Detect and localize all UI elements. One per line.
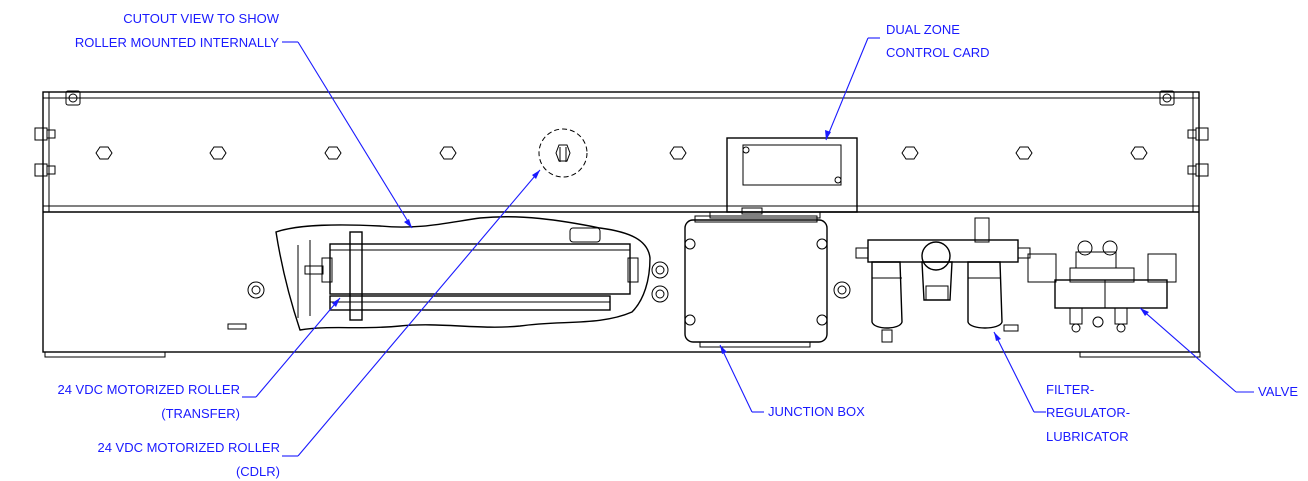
callout-leaders: [242, 37, 1254, 457]
label-frl-line2: REGULATOR-: [1046, 405, 1130, 420]
label-junction-box: JUNCTION BOX: [768, 404, 865, 419]
valve: [1027, 240, 1177, 333]
cutout-roller-assembly: [275, 216, 669, 331]
label-transfer-line1: 24 VDC MOTORIZED ROLLER: [57, 382, 240, 397]
label-cdlr-line1: 24 VDC MOTORIZED ROLLER: [97, 440, 280, 455]
label-cutout-line1: CUTOUT VIEW TO SHOW: [123, 11, 280, 26]
left-side-fittings: [227, 281, 265, 330]
label-card-line1: DUAL ZONE: [886, 22, 960, 37]
junction-box: [684, 215, 851, 348]
label-transfer-line2: (TRANSFER): [161, 406, 240, 421]
label-cutout-line2: ROLLER MOUNTED INTERNALLY: [75, 35, 280, 50]
label-frl-line1: FILTER-: [1046, 382, 1094, 397]
callout-labels: CUTOUT VIEW TO SHOW ROLLER MOUNTED INTER…: [57, 11, 1298, 479]
corner-bolts: [34, 90, 1209, 177]
label-frl-line3: LUBRICATOR: [1046, 429, 1129, 444]
label-card-line2: CONTROL CARD: [886, 45, 990, 60]
filter-regulator-lubricator: [855, 217, 1031, 343]
label-cdlr-line2: (CDLR): [236, 464, 280, 479]
dual-zone-control-card: [709, 137, 858, 219]
enclosure-frame: [42, 91, 1201, 358]
label-valve: VALVE: [1258, 384, 1298, 399]
roller-shaft-detail: [538, 128, 588, 178]
hex-nut-row: [95, 146, 1148, 160]
